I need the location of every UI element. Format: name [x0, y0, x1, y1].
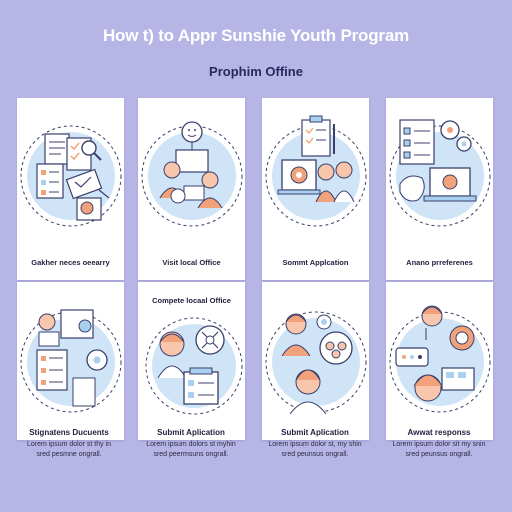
- step-description-line: sred pesmne ongrall.: [36, 451, 102, 458]
- gather-documents-gear-icon: [20, 309, 122, 413]
- step-description: Submit Aplication Lorem ipsum dolors st …: [135, 428, 247, 460]
- step-card-preferences[interactable]: Anano prreferenes: [386, 98, 493, 280]
- step-card-await-response[interactable]: [386, 282, 493, 440]
- step-description-line: Lorem ipsum dolors st myhin: [146, 441, 236, 448]
- step-description-line: Lorem ipsum dolor st thy in: [26, 441, 112, 448]
- application-clipboard-people-icon: [265, 115, 367, 227]
- step-card-complete-office[interactable]: Compete locaal Office: [138, 282, 245, 440]
- step-description-line: Lorem ipsum dolor st, my shin: [268, 441, 362, 448]
- step-description-heading: Awwat responss: [407, 428, 471, 437]
- step-description: Awwat responss Lorem ipsum dolor sit my …: [383, 428, 495, 460]
- documents-checklist-magnifier-icon: [20, 125, 122, 227]
- step-description-heading: Submit Aplication: [157, 428, 225, 437]
- office-visit-people-icon: [141, 121, 243, 227]
- step-card-gather-documents[interactable]: [17, 282, 124, 440]
- step-description-heading: Submit Aplication: [281, 428, 349, 437]
- await-response-avatar-icon: [389, 305, 491, 413]
- support-agent-form-icon: [145, 317, 243, 415]
- preferences-laptop-gears-icon: [389, 119, 491, 227]
- step-card-people-chat[interactable]: [262, 282, 369, 440]
- step-card-label: Compete locaal Office: [152, 296, 231, 305]
- step-card-visit-office[interactable]: Visit local Office: [138, 98, 245, 280]
- page-title: How t) to Appr Sunshie Youth Program: [102, 26, 410, 45]
- step-description: Stignatens Ducuents Lorem ipsum dolor st…: [13, 428, 125, 460]
- step-description-line: sred peunsus ongrall.: [405, 451, 473, 458]
- step-card-gather[interactable]: Gakher neces oeearry: [17, 98, 124, 280]
- step-card-label: Anano prreferenes: [406, 258, 473, 267]
- people-chat-icon: [265, 311, 367, 415]
- step-description-line: Lorem ipsum dolor sit my snin: [392, 441, 486, 448]
- step-card-submit-application[interactable]: Sommt Applcation: [262, 98, 369, 280]
- step-description-line: sred peunsus ongrall.: [281, 451, 349, 458]
- step-description: Submit Aplication Lorem ipsum dolor st, …: [259, 428, 371, 460]
- step-card-label: Sommt Applcation: [282, 258, 349, 267]
- step-description-line: sred peermsuns ongrall.: [153, 451, 229, 458]
- step-card-label: Visit local Office: [162, 258, 221, 267]
- step-description-heading: Stignatens Ducuents: [29, 428, 109, 437]
- page-subtitle: Prophim Offine: [209, 64, 303, 79]
- step-card-label: Gakher neces oeearry: [31, 258, 110, 267]
